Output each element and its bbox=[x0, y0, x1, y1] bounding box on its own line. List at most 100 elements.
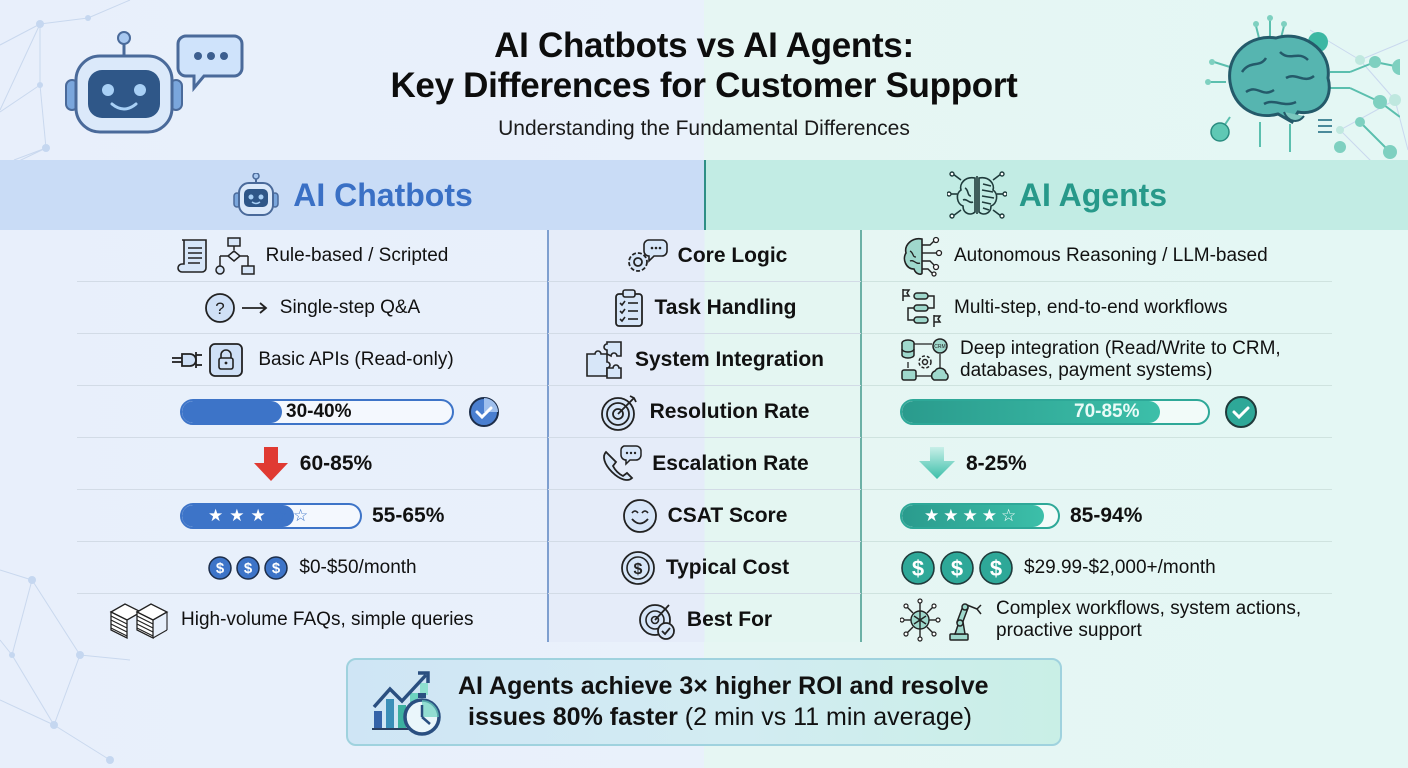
table-row-best-for: High-volume FAQs, simple queries Best Fo… bbox=[0, 594, 1408, 646]
category-column-background bbox=[549, 230, 860, 642]
check-circle-icon bbox=[468, 396, 500, 428]
svg-text:$: $ bbox=[244, 560, 253, 577]
agent-core-logic: Autonomous Reasoning / LLM-based bbox=[954, 245, 1268, 266]
workflow-flags-icon bbox=[900, 287, 944, 329]
category-cell: CSAT Score bbox=[549, 490, 860, 542]
star-icon: ★ bbox=[962, 506, 978, 525]
category-cell: Escalation Rate bbox=[549, 438, 860, 490]
agent-best-for: Complex workflows, system actions, proac… bbox=[996, 598, 1301, 642]
category-cell: $ Typical Cost bbox=[549, 542, 860, 594]
agent-best-for-line2: proactive support bbox=[996, 620, 1142, 641]
table-row-resolution-rate: 30-40% Resolution Rate bbox=[0, 386, 1408, 438]
star-icon: ★ bbox=[208, 506, 224, 525]
svg-text:$: $ bbox=[216, 560, 225, 577]
category-cell: System Integration bbox=[549, 334, 860, 386]
chatbot-core-logic: Rule-based / Scripted bbox=[265, 245, 449, 266]
agent-cell: Complex workflows, system actions, proac… bbox=[880, 594, 1340, 646]
callout-line-1: AI Agents achieve 3× higher ROI and reso… bbox=[458, 672, 989, 700]
puzzle-icon bbox=[585, 340, 625, 380]
three-dollar-coins-icon: $ $ $ bbox=[207, 555, 289, 581]
title-line-1: AI Chatbots vs AI Agents: bbox=[494, 26, 914, 65]
database-crm-cloud-icon: CRM bbox=[900, 338, 950, 382]
chatbot-csat-stars-bar: ★ ★ ★ ★ ☆ bbox=[180, 503, 362, 529]
callout-line-2: issues 80% faster (2 min vs 11 min avera… bbox=[458, 702, 989, 733]
chatbot-csat-value: 55-65% bbox=[372, 504, 445, 527]
robot-icon bbox=[231, 173, 281, 217]
agent-csat-value: 85-94% bbox=[1070, 504, 1143, 527]
category-task-handling: Task Handling bbox=[654, 296, 797, 319]
svg-text:$: $ bbox=[951, 556, 963, 581]
chatbot-resolution-progress-bar: 30-40% bbox=[180, 399, 454, 425]
agent-resolution-progress-bar: 70-85% bbox=[900, 399, 1210, 425]
agent-task-handling: Multi-step, end-to-end workflows bbox=[954, 297, 1228, 318]
chatbot-cell: $ $ $ $0-$50/month bbox=[77, 542, 547, 594]
three-dollar-coins-icon: $ $ $ bbox=[900, 550, 1014, 586]
svg-text:?: ? bbox=[215, 299, 224, 318]
agent-escalation-value: 8-25% bbox=[966, 452, 1027, 475]
phone-chat-icon bbox=[600, 444, 643, 484]
svg-text:$: $ bbox=[912, 556, 924, 581]
category-system-integration: System Integration bbox=[634, 348, 825, 371]
agent-system-integration-line2: databases, payment systems) bbox=[960, 360, 1213, 381]
agent-csat-stars-bar: ★ ★ ★ ★ ☆ bbox=[900, 503, 1060, 529]
category-cell: Best For bbox=[549, 594, 860, 646]
chatbot-escalation-value: 60-85% bbox=[299, 452, 373, 475]
roi-callout-banner: AI Agents achieve 3× higher ROI and reso… bbox=[346, 658, 1062, 746]
star-icon: ★ bbox=[943, 506, 959, 525]
chatbot-cell: 30-40% bbox=[77, 386, 547, 438]
agent-best-for-line1: Complex workflows, system actions, bbox=[996, 598, 1302, 619]
table-row-csat-score: ★ ★ ★ ★ ☆ 55-65% CSAT Score bbox=[0, 490, 1408, 542]
document-stacks-icon bbox=[109, 600, 171, 640]
category-core-logic: Core Logic bbox=[677, 244, 788, 267]
svg-text:CRM: CRM bbox=[934, 344, 945, 350]
agent-cell: $ $ $ $29.99-$2,000+/month bbox=[880, 542, 1340, 594]
category-cell: Task Handling bbox=[549, 282, 860, 334]
agent-cell: CRM Deep integration (Read/Write to CRM,… bbox=[880, 334, 1340, 386]
svg-text:$: $ bbox=[633, 561, 642, 578]
agent-cost-value: $29.99-$2,000+/month bbox=[1024, 557, 1216, 578]
title-line-2: Key Differences for Customer Support bbox=[390, 66, 1018, 105]
column-divider-left bbox=[547, 230, 549, 642]
chatbot-system-integration: Basic APIs (Read-only) bbox=[258, 349, 454, 370]
svg-text:$: $ bbox=[272, 560, 281, 577]
target-check-icon bbox=[637, 600, 677, 640]
brain-circuit-icon bbox=[946, 170, 1007, 220]
chatbot-cell: High-volume FAQs, simple queries bbox=[77, 594, 547, 646]
arrow-down-red-icon bbox=[252, 445, 290, 483]
chatbot-cost-value: $0-$50/month bbox=[299, 557, 417, 578]
agent-cell: ★ ★ ★ ★ ☆ 85-94% bbox=[880, 490, 1340, 542]
check-circle-icon bbox=[1224, 395, 1258, 429]
category-cell: Core Logic bbox=[549, 230, 860, 282]
agent-resolution-value: 70-85% bbox=[1074, 401, 1140, 422]
table-row-system-integration: Basic APIs (Read-only) System Integratio… bbox=[0, 334, 1408, 386]
gear-chat-icon bbox=[622, 236, 668, 276]
page-title: AI Chatbots vs AI Agents: Key Difference… bbox=[0, 26, 1408, 106]
star-icon: ★ bbox=[250, 506, 266, 525]
dollar-coin-icon: $ bbox=[620, 550, 656, 586]
agent-system-integration: Deep integration (Read/Write to CRM, dat… bbox=[960, 338, 1281, 382]
clipboard-checklist-icon bbox=[613, 288, 645, 328]
chatbot-best-for: High-volume FAQs, simple queries bbox=[181, 609, 474, 630]
smiley-icon bbox=[622, 498, 658, 534]
star-icon: ★ bbox=[271, 506, 287, 525]
brain-network-icon bbox=[900, 235, 944, 277]
star-icon: ★ bbox=[981, 506, 997, 525]
table-row-escalation-rate: 60-85% Escalation Rate 8-25% bbox=[0, 438, 1408, 490]
chatbot-cell: ★ ★ ★ ★ ☆ 55-65% bbox=[77, 490, 547, 542]
network-robot-arm-icon bbox=[900, 598, 986, 642]
table-row-typical-cost: $ $ $ $0-$50/month $ Typical Cost bbox=[0, 542, 1408, 594]
column-header-chatbots: AI Chatbots bbox=[0, 160, 704, 230]
column-divider-right bbox=[860, 230, 862, 642]
circuit-brain-icon bbox=[1200, 12, 1408, 167]
svg-text:$: $ bbox=[990, 556, 1002, 581]
star-icon: ★ bbox=[229, 506, 245, 525]
column-header-agents: AI Agents bbox=[704, 160, 1408, 230]
category-typical-cost: Typical Cost bbox=[665, 556, 790, 579]
question-arrow-icon: ? bbox=[204, 291, 270, 325]
table-row-task-handling: ? Single-step Q&A Task Ha bbox=[0, 282, 1408, 334]
category-csat-score: CSAT Score bbox=[667, 504, 788, 527]
header: AI Chatbots vs AI Agents: Key Difference… bbox=[0, 0, 1408, 160]
callout-detail: (2 min vs 11 min average) bbox=[677, 703, 972, 731]
chatbot-resolution-value: 30-40% bbox=[286, 401, 352, 422]
category-best-for: Best For bbox=[686, 608, 773, 631]
